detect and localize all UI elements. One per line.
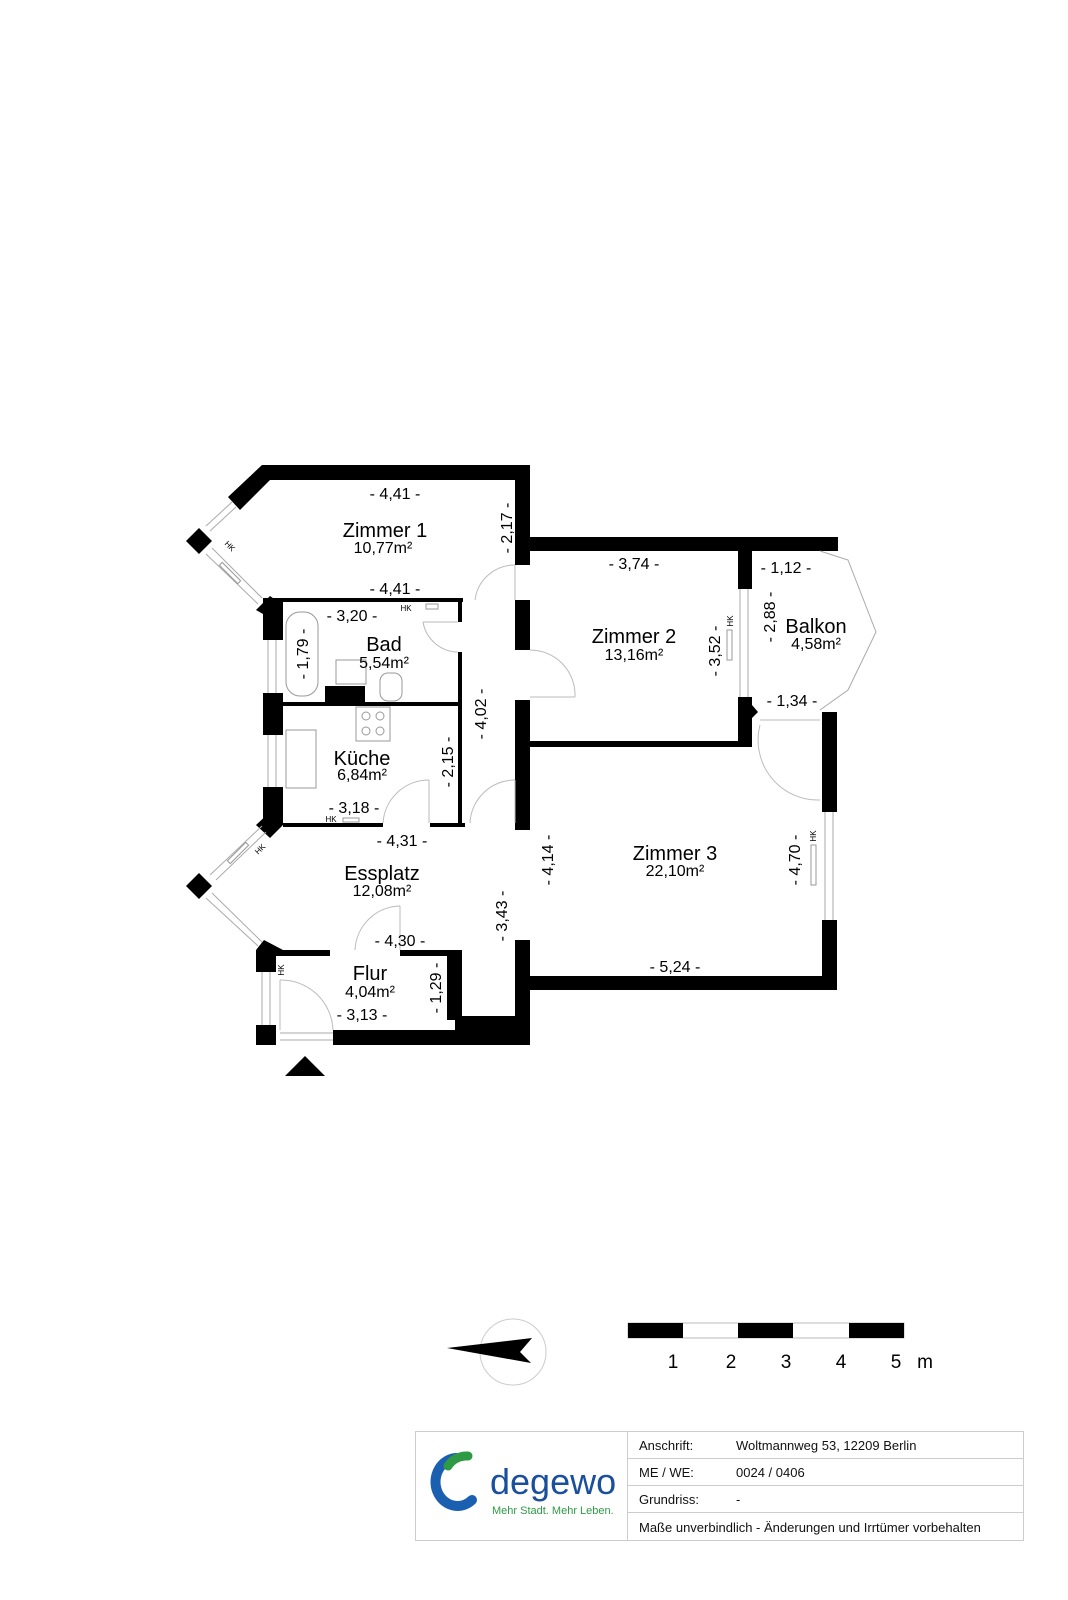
unit-label: ME / WE:: [639, 1465, 694, 1480]
logo-slogan: Mehr Stadt. Mehr Leben.: [492, 1505, 614, 1517]
dimension: - 1,12 -: [761, 560, 812, 577]
room-name: Bad: [366, 634, 402, 656]
dimension: - 3,18 -: [329, 800, 380, 817]
dimension: - 3,20 -: [327, 608, 378, 625]
dimension: - 2,17 -: [499, 503, 516, 554]
scale-tick: 5: [891, 1352, 902, 1373]
dimension: - 3,43 -: [494, 891, 511, 942]
room-area: 6,84m²: [337, 767, 387, 784]
logo-wordmark: degewo: [490, 1461, 616, 1502]
room-name: Zimmer 3: [633, 843, 717, 865]
title-block: degewo Mehr Stadt. Mehr Leben. Anschrift…: [415, 1431, 1024, 1541]
dimension: - 4,31 -: [377, 833, 428, 850]
room-name: Essplatz: [344, 863, 420, 885]
dimension: - 5,24 -: [650, 959, 701, 976]
dimension: - 4,41 -: [370, 486, 421, 503]
scale-tick: 2: [726, 1352, 737, 1373]
sink: [335, 659, 367, 685]
dimension: - 2,15 -: [440, 737, 457, 788]
address-value: Woltmannweg 53, 12209 Berlin: [736, 1438, 917, 1453]
disclaimer: Maße unverbindlich - Änderungen und Irrt…: [639, 1520, 981, 1535]
room-area: 4,58m²: [791, 636, 841, 653]
dimension: - 4,14 -: [540, 835, 557, 886]
scale-tick: 1: [668, 1352, 679, 1373]
room-area: 13,16m²: [605, 647, 664, 664]
room-area: 22,10m²: [646, 863, 705, 880]
dimension: - 3,13 -: [337, 1007, 388, 1024]
degewo-logo: degewo Mehr Stadt. Mehr Leben.: [416, 1432, 628, 1540]
room-area: 5,54m²: [359, 655, 409, 672]
plan-label: Grundriss:: [639, 1492, 699, 1507]
dimension: - 3,52 -: [707, 626, 724, 677]
room-area: 4,04m²: [345, 984, 395, 1001]
dimension: - 1,79 -: [295, 629, 312, 680]
room-name: Balkon: [785, 616, 846, 638]
address-label: Anschrift:: [639, 1438, 694, 1453]
bathtub: [285, 611, 319, 697]
entrance-arrow-icon: [285, 1056, 325, 1076]
dimension: - 4,30 -: [375, 933, 426, 950]
dimension-labels: - 4,41 - - 2,17 - - 4,41 - - 3,20 - - 1,…: [295, 486, 817, 1024]
hk-label: HK: [277, 964, 286, 976]
dimension: - 2,88 -: [762, 592, 779, 643]
hk-label: HK: [223, 539, 238, 554]
walls: [186, 465, 838, 1045]
scale-unit: m: [917, 1352, 933, 1373]
room-name: Flur: [353, 963, 388, 985]
toilet: [379, 672, 403, 702]
room-name: Zimmer 2: [592, 626, 676, 648]
room-area: 12,08m²: [353, 883, 412, 900]
room-area: 10,77m²: [354, 540, 413, 557]
address-row: Anschrift: Woltmannweg 53, 12209 Berlin: [628, 1432, 1023, 1459]
dimension: - 4,41 -: [370, 581, 421, 598]
north-arrow-icon: [447, 1318, 547, 1386]
dimension: - 4,02 -: [473, 689, 490, 740]
scale-bar: 1 2 3 4 5 m: [627, 1322, 933, 1373]
plan-row: Grundriss: -: [628, 1486, 1023, 1513]
stove: [355, 706, 391, 742]
dimension: - 3,74 -: [609, 556, 660, 573]
doors: [279, 564, 821, 1031]
unit-row: ME / WE: 0024 / 0406: [628, 1459, 1023, 1486]
unit-value: 0024 / 0406: [736, 1465, 805, 1480]
dimension: - 1,34 -: [767, 693, 818, 710]
dimension: - 1,29 -: [428, 963, 445, 1014]
scale-tick: 4: [836, 1352, 847, 1373]
room-name: Zimmer 1: [343, 520, 427, 542]
scale-tick: 3: [781, 1352, 792, 1373]
room-labels: Zimmer 1 10,77m² Bad 5,54m² Küche 6,84m²…: [334, 520, 847, 1001]
hk-label: HK: [726, 615, 735, 627]
dimension: - 4,70 -: [787, 835, 804, 886]
hk-label: HK: [253, 842, 268, 857]
fixtures: [218, 561, 817, 886]
hk-label: HK: [325, 815, 337, 824]
windows: [205, 501, 877, 1041]
plan-value: -: [736, 1492, 741, 1507]
hk-label: HK: [400, 604, 412, 613]
hk-label: HK: [809, 830, 818, 842]
kitchen-sink: [285, 729, 317, 789]
room-name: Küche: [334, 748, 391, 770]
